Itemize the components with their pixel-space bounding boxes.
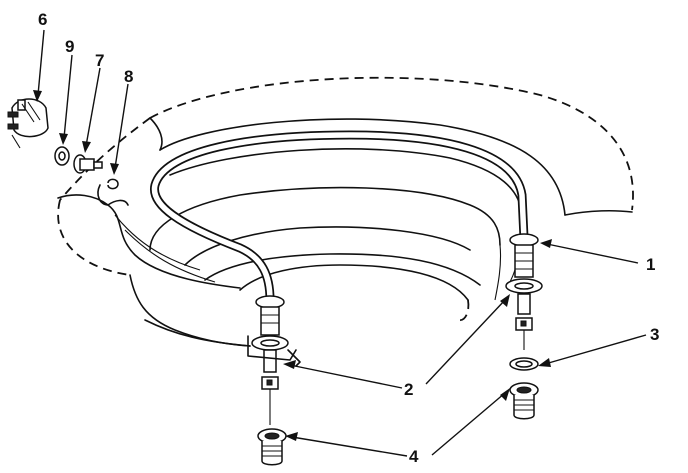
callout-1: 1 <box>646 255 655 274</box>
callout-labels: 1 2 3 4 6 7 8 9 <box>38 10 659 466</box>
left-terminal-assembly <box>247 295 301 466</box>
callout-9: 9 <box>65 37 74 56</box>
callout-2: 2 <box>404 380 413 399</box>
callout-4: 4 <box>409 447 419 466</box>
right-terminal-assembly <box>505 233 543 420</box>
callout-8: 8 <box>124 67 133 86</box>
heating-element-tube <box>150 130 529 305</box>
sensor-parts <box>7 98 119 190</box>
callout-7: 7 <box>95 51 104 70</box>
tub-outline <box>57 76 634 322</box>
callout-6: 6 <box>38 10 47 29</box>
tub-basin <box>57 117 633 347</box>
leader-lines <box>33 29 647 457</box>
callout-3: 3 <box>650 325 659 344</box>
